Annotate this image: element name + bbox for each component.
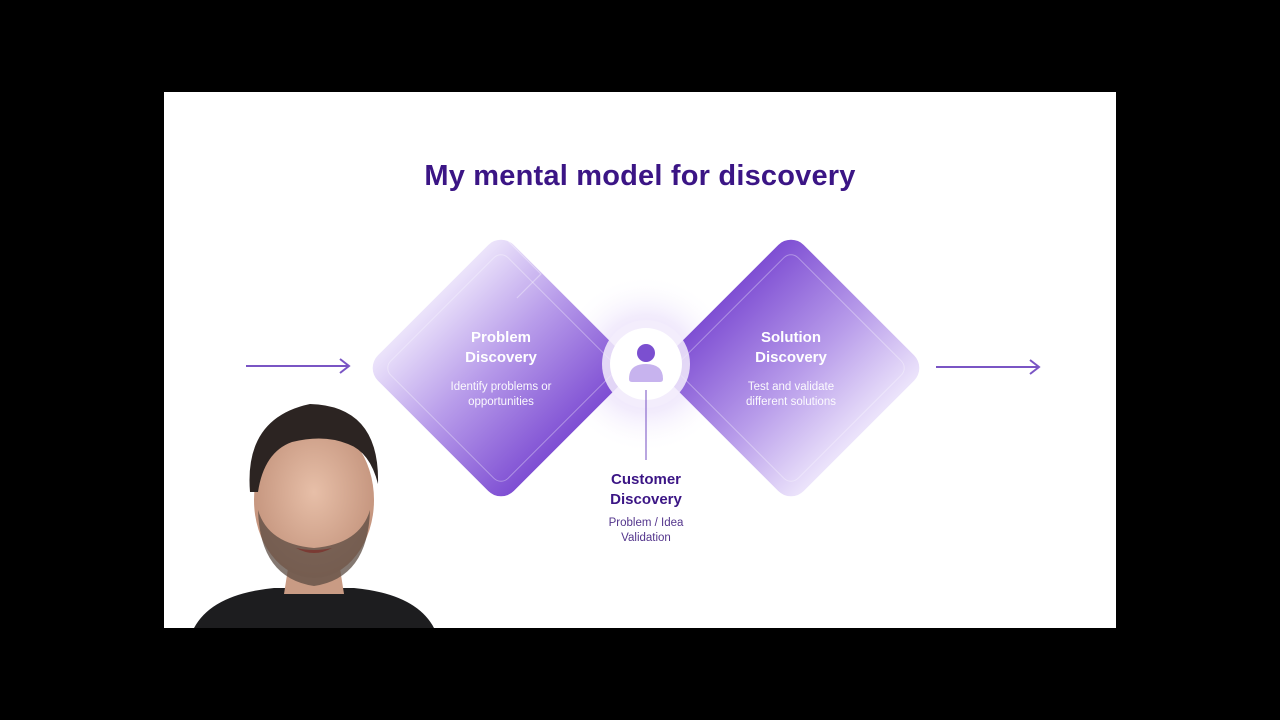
problem-sub-line2: opportunities [468,396,534,408]
customer-discovery-text: Customer Discovery Problem / Idea Valida… [576,470,716,546]
problem-diamond [372,239,630,497]
customer-sub-line1: Problem / Idea [608,517,684,529]
customer-title-line2: Discovery [610,491,682,508]
problem-sub-line1: Identify problems or [450,381,552,393]
solution-title-line2: Discovery [755,349,827,366]
slide-title: My mental model for discovery [424,160,856,192]
problem-title-line2: Discovery [465,349,537,366]
solution-discovery-text: Solution Discovery Test and validate dif… [720,328,862,410]
solution-sub-line1: Test and validate [747,381,835,393]
problem-title-line1: Problem [470,329,531,346]
slide: My mental model for discovery [164,92,1116,628]
user-icon [629,344,663,382]
customer-sub-line2: Validation [621,532,671,544]
customer-node [602,320,690,460]
outgoing-arrow [936,359,1041,375]
discovery-diagram [246,239,1041,497]
presenter-video [194,404,434,628]
incoming-arrow [246,358,351,374]
solution-title-line1: Solution [761,329,821,346]
solution-sub-line2: different solutions [746,396,836,408]
problem-discovery-text: Problem Discovery Identify problems or o… [430,328,572,410]
customer-title-line1: Customer [610,471,681,488]
solution-diamond [662,239,920,497]
